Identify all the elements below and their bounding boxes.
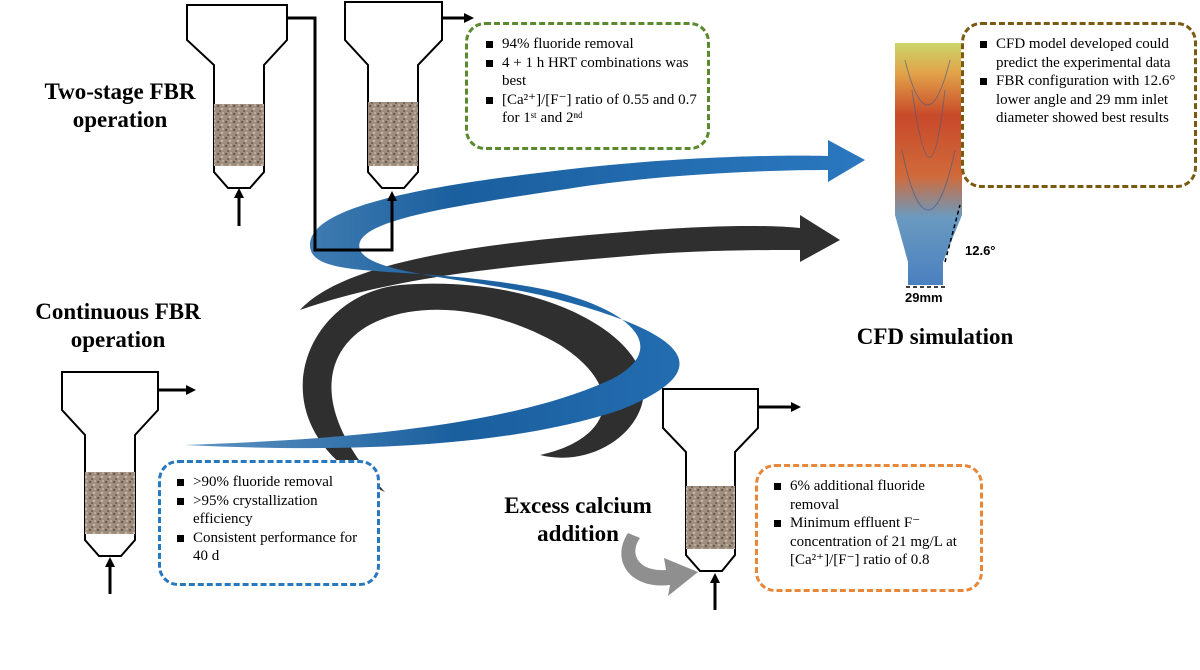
gray-curved-arrow [621, 533, 698, 596]
label-continuous-line2: operation [70, 327, 166, 352]
cfd-contour-image [895, 43, 962, 288]
black-flow-arrow [302, 283, 644, 492]
cfd-diameter-label: 29mm [905, 290, 943, 305]
green-item-1: 94% fluoride removal [482, 35, 697, 54]
brown-item-1: CFD model developed could predict the ex… [976, 35, 1184, 72]
label-two-stage-line1: Two-stage FBR [44, 79, 196, 104]
blue-info-box: >90% fluoride removal >95% crystallizati… [158, 460, 380, 586]
reactor-stage-1 [186, 4, 397, 252]
reactor-continuous [61, 371, 196, 594]
orange-item-2: Minimum effluent F⁻ concentration of 21 … [770, 514, 972, 570]
green-info-box: 94% fluoride removal 4 + 1 h HRT combina… [465, 22, 710, 150]
label-two-stage-line2: operation [72, 107, 168, 132]
label-excess-line1: Excess calcium [504, 493, 652, 518]
reactor-stage-2 [344, 1, 474, 189]
label-excess-calcium: Excess calcium addition [488, 492, 668, 548]
label-cfd-simulation: CFD simulation [856, 324, 1014, 349]
blue-item-3: Consistent performance for 40 d [173, 529, 369, 566]
orange-info-box: 6% additional fluoride removal Minimum e… [755, 464, 983, 592]
orange-item-1: 6% additional fluoride removal [770, 477, 972, 514]
brown-info-box: CFD model developed could predict the ex… [961, 22, 1197, 188]
black-flow-tail [300, 215, 840, 310]
green-item-2: 4 + 1 h HRT combinations was best [482, 54, 697, 91]
brown-item-2: FBR configuration with 12.6° lower angle… [976, 72, 1184, 128]
blue-flow-arrow [185, 140, 865, 449]
label-excess-line2: addition [537, 521, 619, 546]
label-continuous-line1: Continuous FBR [35, 299, 201, 324]
label-two-stage: Two-stage FBR operation [20, 78, 220, 134]
cfd-angle-label: 12.6° [965, 243, 996, 258]
label-continuous: Continuous FBR operation [8, 298, 228, 354]
blue-item-2: >95% crystallization efficiency [173, 492, 369, 529]
blue-item-1: >90% fluoride removal [173, 473, 369, 492]
green-item-3: [Ca²⁺]/[F⁻] ratio of 0.55 and 0.7 for 1ˢ… [482, 91, 697, 128]
reactor-excess-calcium [662, 388, 801, 610]
